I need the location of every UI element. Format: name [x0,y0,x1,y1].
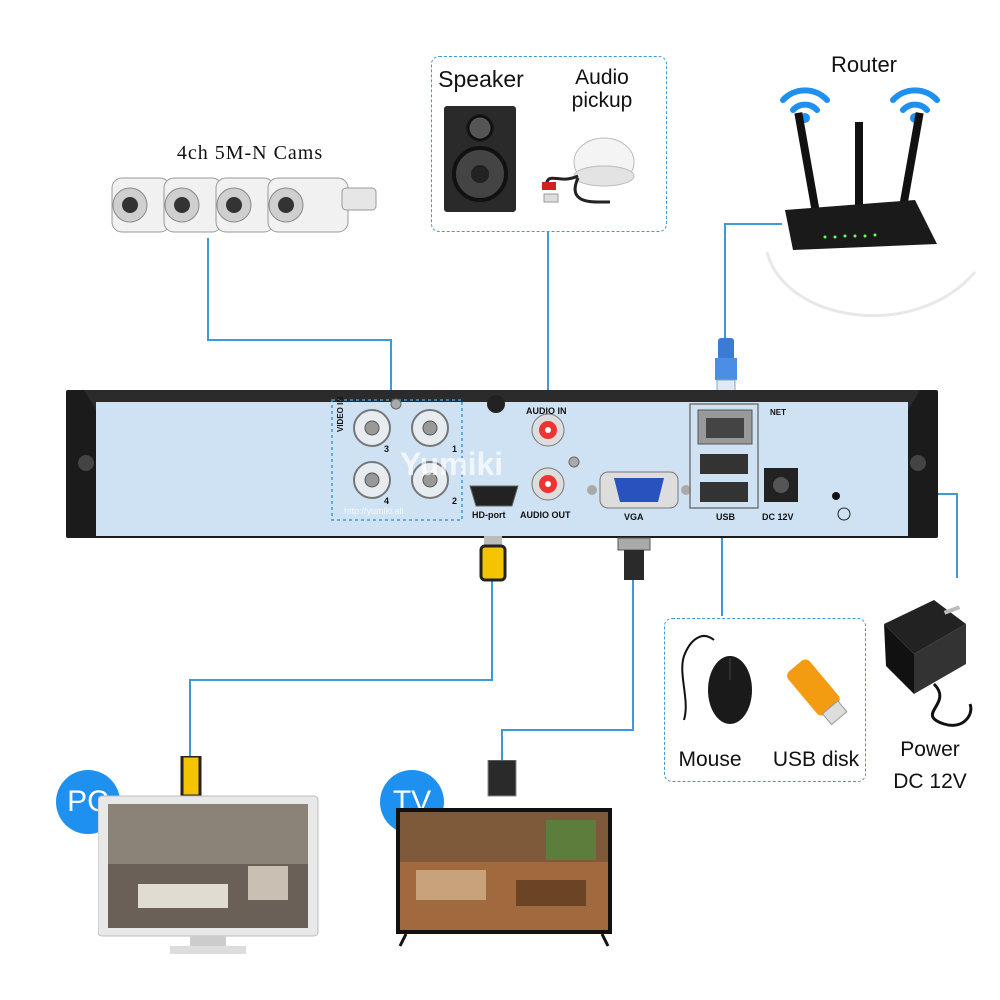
wire-hdmi [189,580,493,758]
bnc-number-4: 4 [384,496,390,506]
usb-disk-icon [787,659,848,726]
mouse-icon [681,635,752,724]
router-label: Router [830,52,898,77]
audio-devices-box [431,56,667,232]
watermark: Yumiki [400,446,504,482]
router-icon [785,112,937,250]
cameras-group [111,177,377,233]
wire-router [724,223,782,342]
audio-out-label: AUDIO OUT [520,510,571,520]
camera-icon [111,177,171,233]
pickup-label-1: Audio [575,66,629,89]
cameras-label: 4ch 5M-N Cams [176,142,324,164]
wire-cameras [207,238,392,402]
vga-label: VGA [624,512,644,522]
tv-icon [396,760,612,947]
power-label-1: Power [900,738,960,761]
power-adapter-icon [884,600,973,727]
hd-port-label: HD-port [472,510,506,520]
pc-monitor-icon [98,756,319,954]
mouse-label: Mouse [678,748,742,771]
speaker-label: Speaker [438,66,524,92]
dvr-back-panel [66,390,938,538]
dc12v-label: DC 12V [762,512,794,522]
video-in-label: VIDEO IN [336,396,345,432]
wire-vga [501,580,634,762]
bnc-number-3: 3 [384,444,390,454]
hdmi-cable-icon [479,536,507,582]
camera-icon [215,177,275,233]
net-label: NET [770,408,786,417]
bnc-number-2: 2 [452,496,458,506]
camera-icon [267,177,377,233]
usb-disk-label: USB disk [772,748,860,771]
usb-label: USB [716,512,736,522]
speaker-icon [444,106,516,212]
router-area [765,87,977,318]
wifi-icon [890,87,940,113]
wifi-icon [780,87,830,113]
camera-icon [163,177,223,233]
pickup-label-2: pickup [571,89,633,112]
bnc-number-1: 1 [452,444,458,454]
watermark-url: http://yumiki.ali [344,506,404,516]
usb-devices-box [664,618,866,782]
microphone-icon [542,137,635,204]
audio-in-label: AUDIO IN [526,406,567,416]
power-label-2: DC 12V [893,770,967,793]
vga-cable-icon [617,537,651,580]
